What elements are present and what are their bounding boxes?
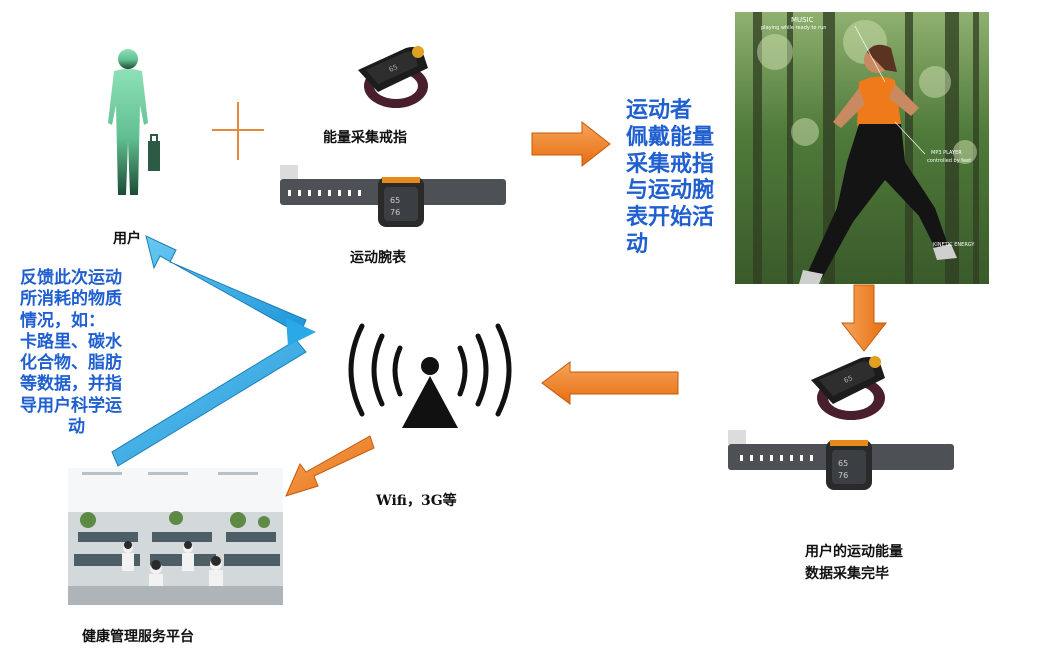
orange-arrow-diagonal-icon	[284, 434, 376, 500]
energy-ring-icon: 65	[805, 350, 895, 424]
athlete-note-line: 佩戴能量	[626, 124, 715, 150]
athlete-note-line: 运动者	[626, 98, 693, 123]
wifi-signal-icon	[342, 318, 518, 430]
feedback-note-line: 导用户科学运	[20, 395, 122, 416]
svg-text:76: 76	[838, 471, 848, 480]
ring-label: 能量采集戒指	[323, 130, 407, 146]
athlete-note-line: 采集戒指	[626, 151, 715, 177]
photo-energy-text: KINETIC ENERGY	[933, 242, 975, 248]
feedback-note-line: 等数据，并指	[20, 374, 122, 395]
data-done-label-1: 用户的运动能量	[805, 544, 903, 560]
feedback-note-line: 反馈此次运动	[20, 268, 122, 288]
svg-text:65: 65	[390, 196, 400, 205]
photo-mp3-sub: controlled by feet	[927, 158, 972, 164]
athlete-note-line: 动	[626, 232, 649, 258]
orange-arrow-down-icon	[840, 283, 888, 353]
wifi-label: Wifi，3G等	[376, 493, 457, 509]
feedback-note-line: 化合物、脂肪	[20, 353, 122, 373]
svg-text:65: 65	[388, 63, 399, 74]
feedback-note: 反馈此次运动 所消耗的物质 情况，如： 卡路里、碳水 化合物、脂肪 等数据，并指…	[20, 268, 122, 438]
health-platform-photo	[68, 468, 283, 605]
athlete-note-line: 与运动腕	[626, 178, 715, 204]
athlete-note: 运动者 佩戴能量 采集戒指 与运动腕 表开始活 动	[626, 98, 714, 259]
user-figure-icon	[100, 45, 170, 205]
blue-feedback-arrow-icon	[110, 222, 320, 472]
sport-watch-icon: 65 76	[278, 163, 508, 231]
photo-music-text: MUSIC	[791, 16, 814, 24]
plus-icon	[210, 100, 266, 162]
feedback-note-line: 所消耗的物质	[20, 289, 122, 310]
data-done-label-2: 数据采集完毕	[805, 566, 889, 582]
runner-photo: MUSIC playing while ready to run MP3 PLA…	[735, 12, 989, 284]
orange-arrow-right-icon	[530, 120, 612, 168]
svg-text:65: 65	[838, 459, 848, 468]
athlete-note-line: 表开始活	[626, 205, 715, 231]
feedback-note-line: 动	[68, 416, 85, 437]
photo-music-sub: playing while ready to run	[761, 25, 827, 31]
svg-text:65: 65	[843, 374, 854, 385]
feedback-note-line: 卡路里、碳水	[20, 331, 122, 352]
watch-label: 运动腕表	[350, 250, 406, 266]
platform-label: 健康管理服务平台	[82, 629, 194, 645]
orange-arrow-left-icon	[540, 360, 680, 406]
photo-mp3-text: MP3 PLAYER	[931, 150, 962, 156]
feedback-note-line: 情况，如：	[20, 310, 105, 331]
svg-text:76: 76	[390, 208, 400, 217]
user-label: 用户	[113, 231, 141, 247]
sport-watch-icon: 65 76	[726, 428, 956, 494]
energy-ring-icon: 65	[350, 40, 436, 112]
